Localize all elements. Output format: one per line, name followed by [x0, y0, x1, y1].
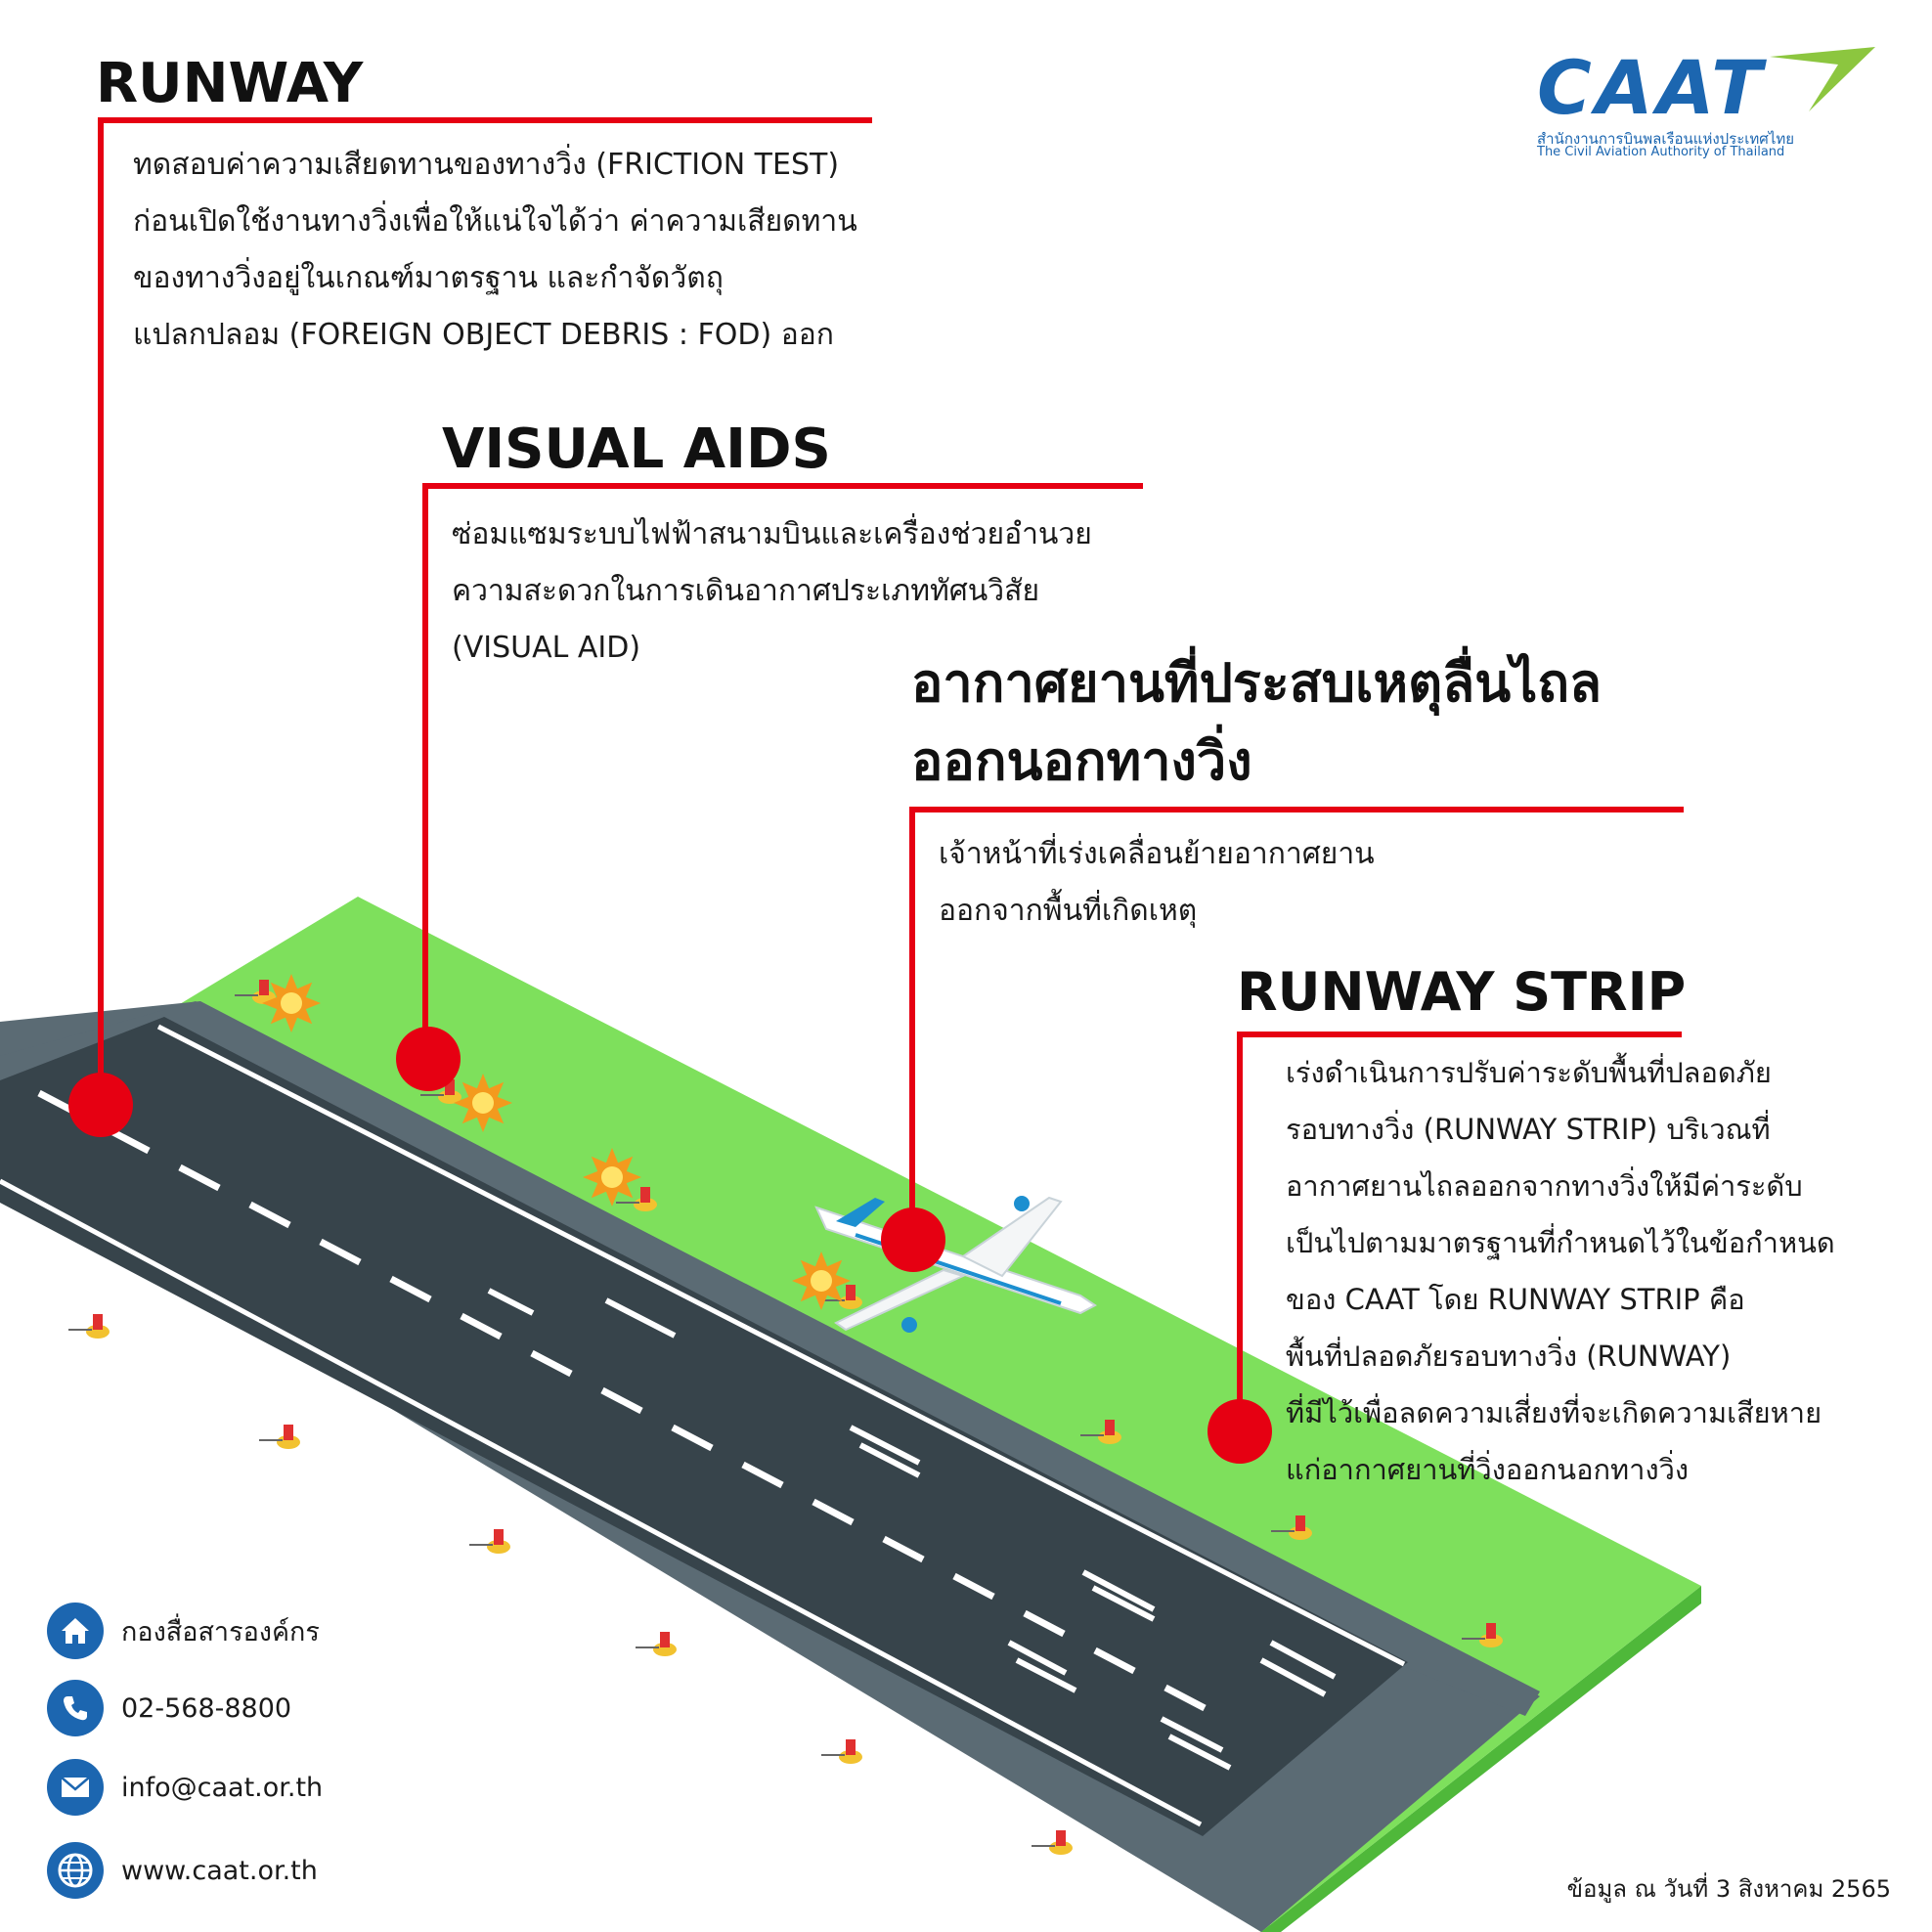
- fire-bursts: [262, 974, 851, 1310]
- fire-burst-icon: [792, 1251, 851, 1310]
- runway-light-icon: [68, 1314, 110, 1339]
- contact-email-text[interactable]: info@caat.or.th: [121, 1772, 324, 1803]
- runway-light-icon: [1032, 1830, 1073, 1855]
- runway-light-icon: [821, 1739, 862, 1764]
- mail-icon: [47, 1759, 104, 1816]
- text-line: (VISUAL AID): [452, 631, 641, 665]
- globe-icon: [47, 1842, 104, 1899]
- centerline-dash: [389, 1275, 432, 1303]
- phone-icon: [47, 1680, 104, 1736]
- centerline-dash: [1164, 1684, 1207, 1712]
- contact-department: กองสื่อสารองค์กร: [47, 1602, 320, 1660]
- centerline-dash: [248, 1201, 291, 1229]
- runway-heading: RUNWAY: [96, 52, 364, 115]
- callout-dot-aircraft: [881, 1208, 945, 1272]
- centerline-dash: [319, 1238, 362, 1266]
- runway-light-icon: [259, 1425, 300, 1449]
- runway-light-icon: [420, 1079, 461, 1104]
- text-line: ทดสอบค่าความเสียดทานของทางวิ่ง (FRICTION…: [133, 148, 840, 182]
- aircraft-description: เจ้าหน้าที่เร่งเคลื่อนย้ายอากาศยาน ออกจา…: [939, 826, 1643, 940]
- callout-line-runway-horizontal: [98, 117, 872, 123]
- runway-light-icon: [616, 1187, 657, 1211]
- centerline-dash: [1093, 1647, 1136, 1675]
- aircraft-heading-line-2: ออกนอกทางวิ่ง: [911, 730, 1252, 792]
- logo-swoosh-icon: [1770, 47, 1875, 111]
- home-icon: [47, 1603, 104, 1659]
- centerline-dash: [952, 1572, 995, 1601]
- text-line: ซ่อมแซมระบบไฟฟ้าสนามบินและเครื่องช่วยอำน…: [452, 517, 1092, 551]
- contact-website[interactable]: www.caat.or.th: [47, 1841, 318, 1900]
- text-line: รอบทางวิ่ง (RUNWAY STRIP) บริเวณที่: [1286, 1113, 1771, 1146]
- runway-edge-line: [156, 1024, 1406, 1667]
- runway-strip-description: เร่งดำเนินการปรับค่าระดับพื้นที่ปลอดภัย …: [1286, 1044, 1911, 1498]
- centerline-dash: [460, 1312, 503, 1340]
- centerline-dash: [108, 1126, 151, 1155]
- text-line: เจ้าหน้าที่เร่งเคลื่อนย้ายอากาศยาน: [939, 837, 1375, 871]
- centerline-dash: [1023, 1609, 1066, 1638]
- centerline-dash: [741, 1461, 784, 1489]
- centerline-dash: [600, 1386, 643, 1415]
- text-line: เร่งดำเนินการปรับค่าระดับพื้นที่ปลอดภัย: [1286, 1056, 1772, 1089]
- text-line: อากาศยานไถลออกจากทางวิ่งให้มีค่าระดับ: [1286, 1169, 1803, 1203]
- runway-edge-line: [0, 1178, 1203, 1827]
- text-line: เป็นไปตามมาตรฐานที่กำหนดไว้ในข้อกำหนด: [1286, 1226, 1835, 1259]
- text-line: ออกจากพื้นที่เกิดเหตุ: [939, 894, 1198, 928]
- fire-burst-icon: [583, 1148, 641, 1207]
- contact-website-text[interactable]: www.caat.or.th: [121, 1855, 318, 1886]
- callout-line-strip-vertical: [1237, 1032, 1243, 1432]
- centerline-dash: [530, 1349, 573, 1378]
- fire-burst-icon: [454, 1074, 512, 1132]
- callout-line-aircraft-horizontal: [909, 807, 1684, 812]
- callout-line-visual-horizontal: [422, 483, 1143, 489]
- runway-light-icon: [1271, 1515, 1312, 1540]
- callout-dot-visual-aids: [396, 1027, 461, 1091]
- callout-line-visual-vertical: [422, 483, 428, 1060]
- visual-aids-description: ซ่อมแซมระบบไฟฟ้าสนามบินและเครื่องช่วยอำน…: [452, 506, 1156, 677]
- text-line: ของ CAAT โดย RUNWAY STRIP คือ: [1286, 1283, 1745, 1316]
- callout-dot-runway: [68, 1073, 133, 1137]
- text-line: ของทางวิ่งอยู่ในเกณฑ์มาตรฐาน และกำจัดวัต…: [133, 261, 724, 295]
- runway-light-icon: [1080, 1420, 1121, 1444]
- runway-description: ทดสอบค่าความเสียดทานของทางวิ่ง (FRICTION…: [133, 137, 876, 364]
- touchdown-marks: [487, 1288, 1337, 1771]
- text-line: ก่อนเปิดใช้งานทางวิ่งเพื่อให้แน่ใจได้ว่า…: [133, 204, 857, 239]
- centerline-dash: [671, 1424, 714, 1452]
- runway-centerline: [37, 1089, 1207, 1712]
- callout-line-aircraft-vertical: [909, 807, 915, 1239]
- contact-email[interactable]: info@caat.or.th: [47, 1758, 323, 1817]
- contact-phone[interactable]: 02-568-8800: [47, 1679, 291, 1737]
- text-line: แก่อากาศยานที่วิ่งออกนอกทางวิ่ง: [1286, 1453, 1690, 1486]
- caat-logo-wordmark: CAAT: [1537, 44, 1766, 131]
- runway-light-icon: [469, 1529, 510, 1554]
- contact-phone-text[interactable]: 02-568-8800: [121, 1692, 292, 1724]
- visual-aids-heading: VISUAL AIDS: [442, 417, 831, 481]
- runway-strip-heading: RUNWAY STRIP: [1237, 961, 1687, 1023]
- centerline-dash: [882, 1535, 925, 1563]
- runway-lights: [68, 980, 1503, 1855]
- runway-light-icon: [636, 1632, 677, 1656]
- logo-subtitle-english: The Civil Aviation Authority of Thailand: [1537, 145, 1785, 159]
- logo-subtitle-thai: สำนักงานการบินพลเรือนแห่งประเทศไทย: [1537, 130, 1795, 148]
- centerline-dash: [178, 1164, 221, 1192]
- text-line: ที่มีไว้เพื่อลดความเสี่ยงที่จะเกิดความเส…: [1286, 1396, 1822, 1429]
- text-line: พื้นที่ปลอดภัยรอบทางวิ่ง (RUNWAY): [1286, 1339, 1732, 1373]
- contact-department-text: กองสื่อสารองค์กร: [121, 1616, 320, 1647]
- runway-light-icon: [1462, 1623, 1503, 1647]
- data-as-of-note: ข้อมูล ณ วันที่ 3 สิงหาคม 2565: [1566, 1875, 1891, 1903]
- text-line: แปลกปลอม (FOREIGN OBJECT DEBRIS : FOD) อ…: [133, 318, 834, 352]
- centerline-dash: [812, 1498, 855, 1526]
- text-line: ความสะดวกในการเดินอากาศประเภททัศนวิสัย: [452, 574, 1040, 608]
- callout-line-runway-vertical: [98, 117, 104, 1105]
- fire-burst-icon: [262, 974, 321, 1032]
- callout-line-strip-horizontal: [1237, 1032, 1682, 1037]
- aircraft-heading-line-1: อากาศยานที่ประสบเหตุลื่นไถล: [911, 652, 1603, 714]
